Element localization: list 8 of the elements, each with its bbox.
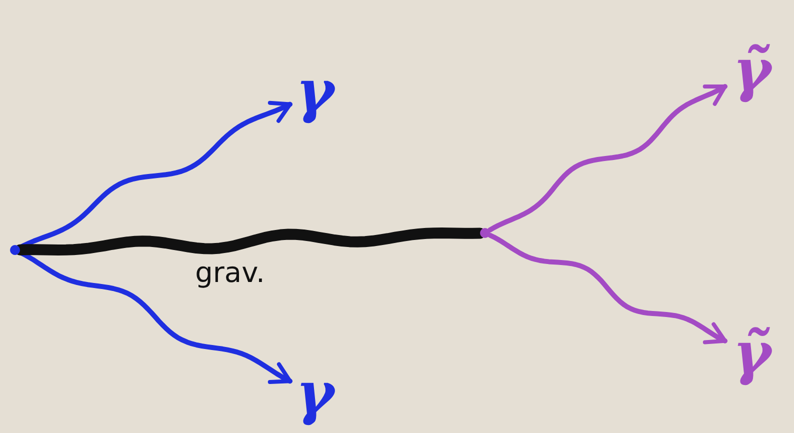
wavy-arrow xyxy=(488,84,728,232)
particle-symbol: γ xyxy=(290,362,340,424)
vertex-dot xyxy=(10,245,20,255)
wavy-line xyxy=(14,228,486,256)
particle-symbol: γ̃ xyxy=(725,318,779,388)
wavy-arrow xyxy=(488,232,728,344)
particle-symbol: γ xyxy=(290,60,340,122)
particle-symbol: γ̃ xyxy=(725,35,779,105)
